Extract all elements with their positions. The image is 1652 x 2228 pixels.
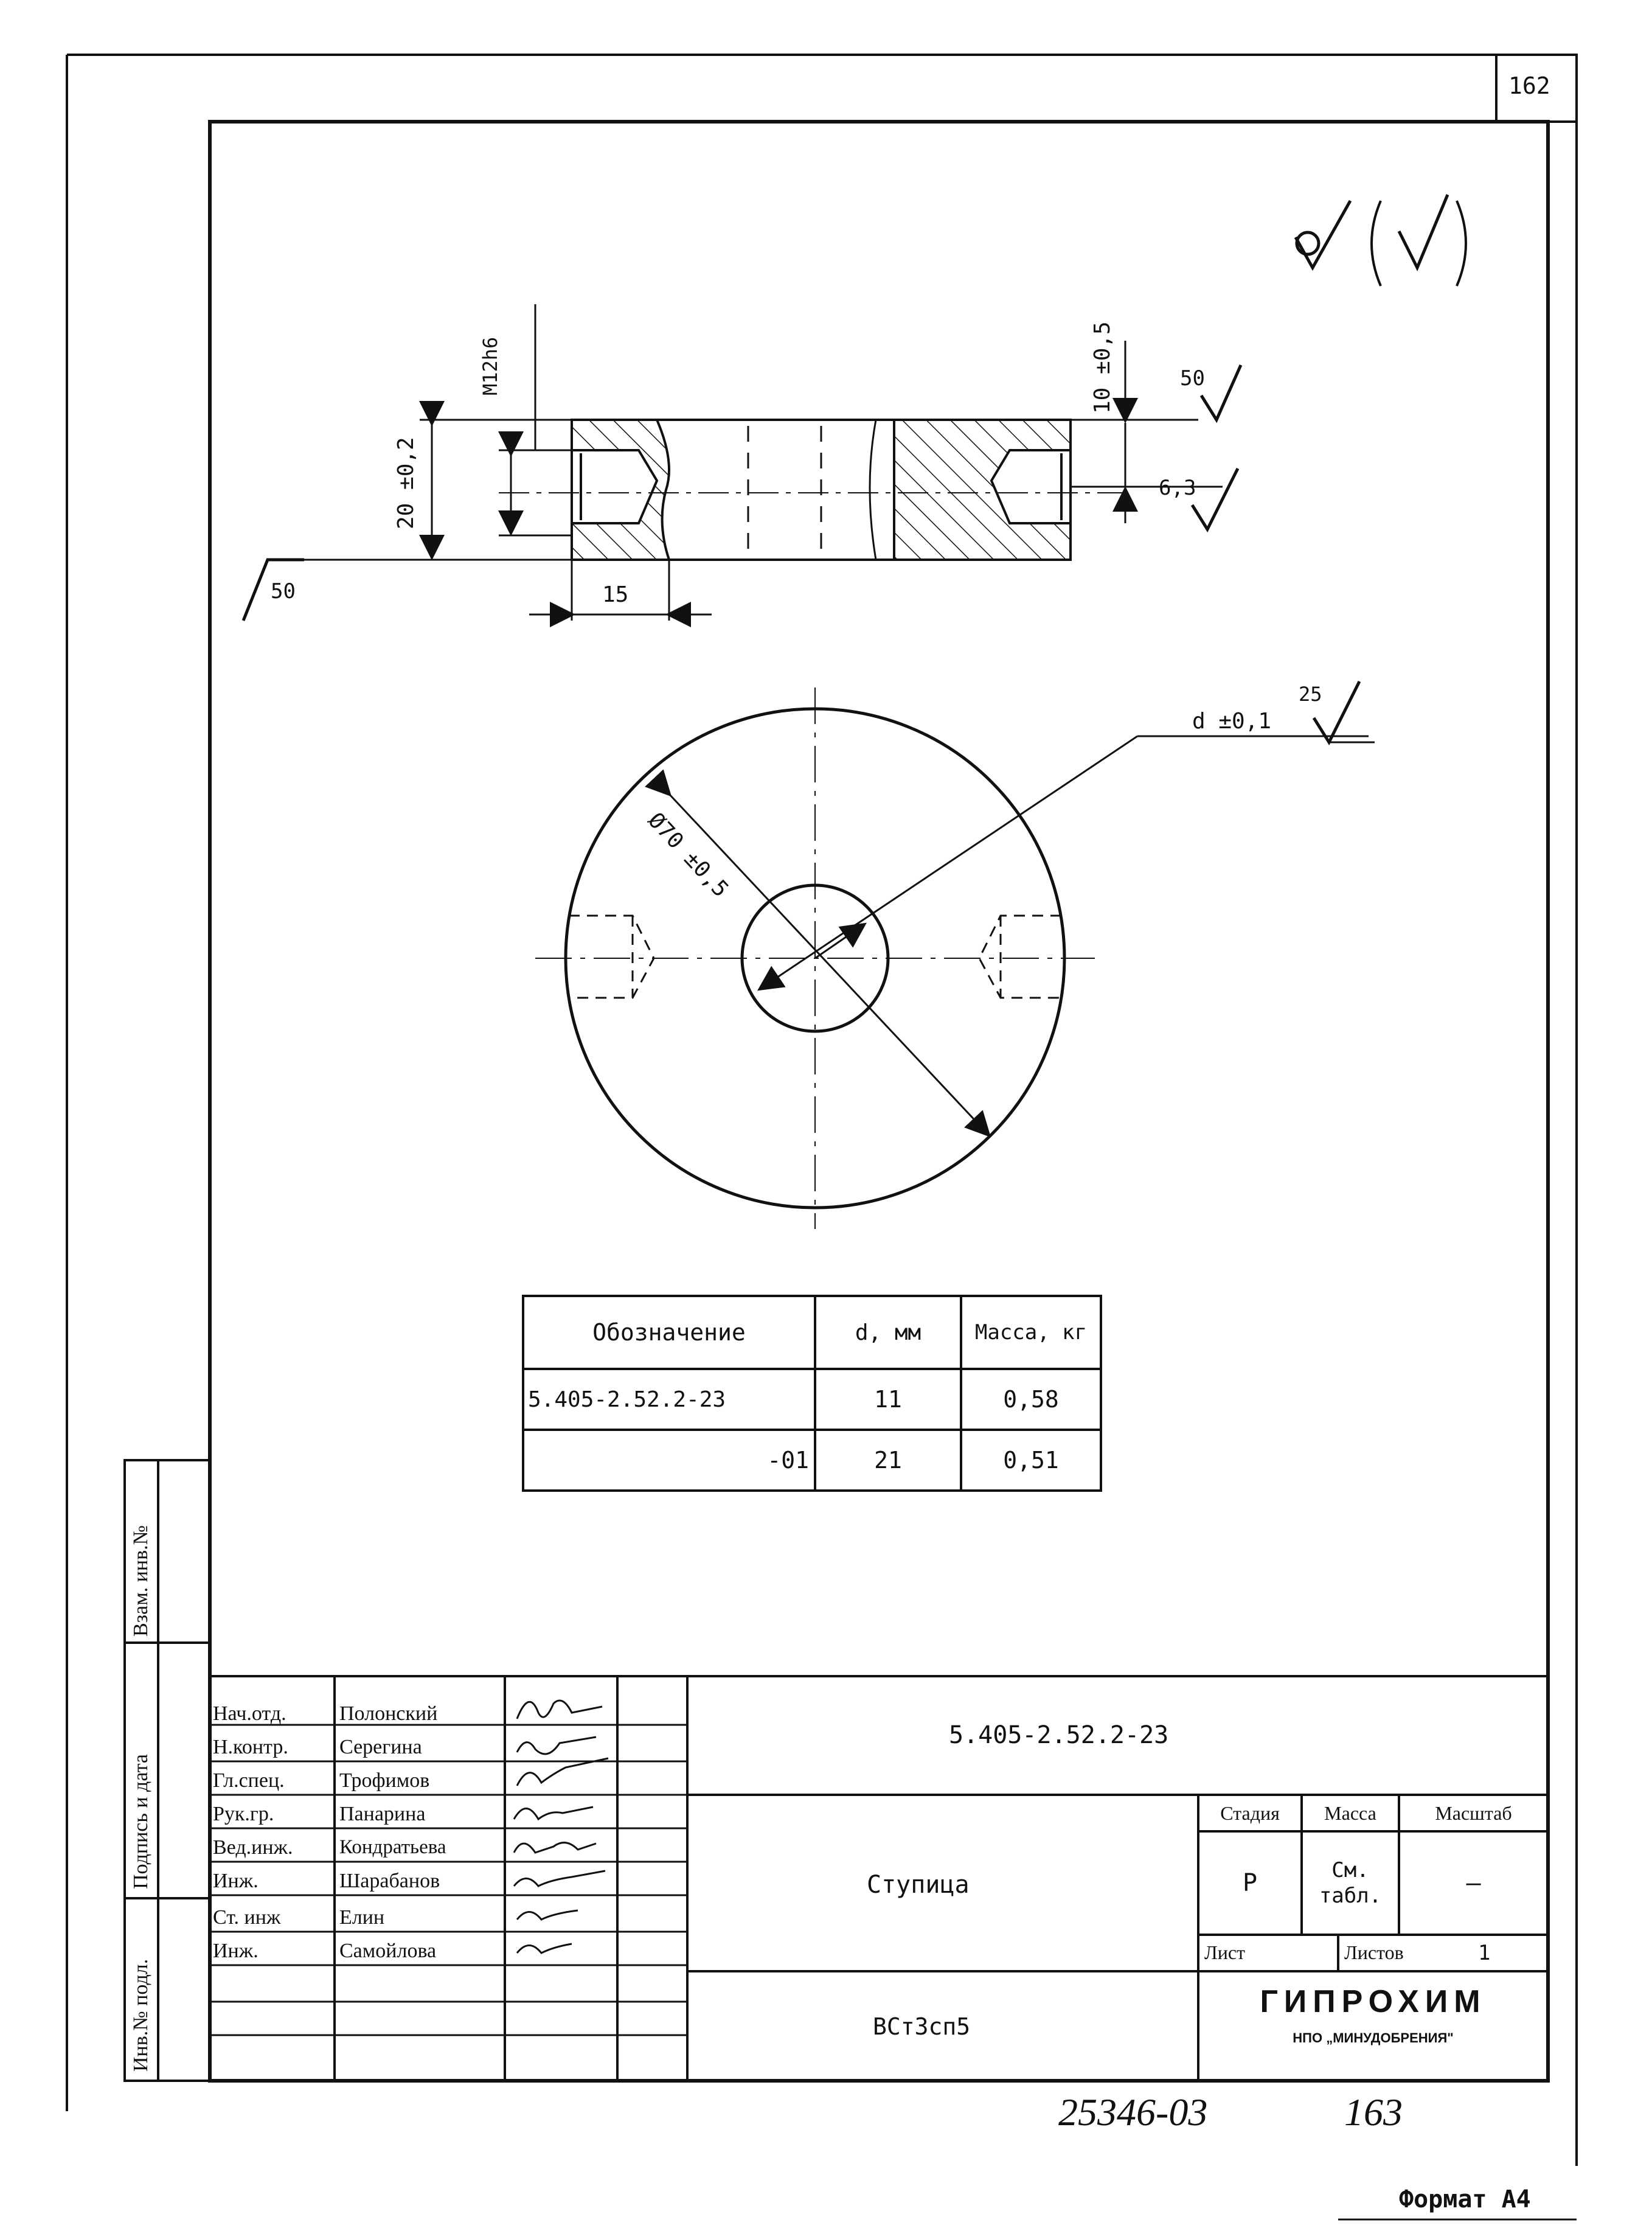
name-5: Кондратьева <box>339 1836 446 1858</box>
dim-height: 20 ±0,2 <box>394 437 418 529</box>
stage-header: Стадия <box>1220 1802 1280 1824</box>
company-subtitle: НПО „МИНУДОБРЕНИЯ" <box>1293 2030 1454 2045</box>
scale-header: Масштаб <box>1435 1802 1512 1824</box>
dim-width: 15 <box>602 582 629 607</box>
scale-value: — <box>1466 1869 1481 1897</box>
spec-row2-designation: -01 <box>767 1447 809 1474</box>
name-8: Самойлова <box>339 1940 437 1962</box>
dim-thread: M12h6 <box>479 336 502 395</box>
format-label: Формат А4 <box>1399 2185 1531 2213</box>
role-5: Вед.инж. <box>213 1836 293 1859</box>
role-2: Н.контр. <box>213 1736 288 1758</box>
roughness-mark-top-right: 50 <box>1180 366 1205 391</box>
spec-row1-d: 11 <box>874 1386 902 1413</box>
stamp-signature-date: Подпись и дата <box>130 1754 152 1889</box>
inner-frame <box>208 120 1550 2083</box>
roughness-mark-left: 50 <box>271 579 296 604</box>
section-view <box>499 419 1131 561</box>
spec-header-mass: Масса, кг <box>974 1320 1088 1345</box>
role-6: Инж. <box>213 1870 259 1892</box>
role-7: Ст. инж <box>213 1906 281 1929</box>
mass-header: Масса <box>1324 1802 1376 1824</box>
role-4: Рук.гр. <box>213 1803 274 1825</box>
role-1: Нач.отд. <box>213 1702 286 1725</box>
spec-row1-designation: 5.405-2.52.2-23 <box>528 1387 726 1412</box>
roughness-mark-hole: 6,3 <box>1159 476 1196 500</box>
dim-inner-diameter: d ±0,1 <box>1192 709 1272 734</box>
title-block-grid <box>210 1675 1548 2081</box>
name-3: Трофимов <box>339 1769 430 1792</box>
spec-row2-d: 21 <box>874 1447 902 1474</box>
spec-header-d: d, мм <box>855 1320 921 1345</box>
name-4: Панарина <box>339 1803 426 1825</box>
spec-row1-mass: 0,58 <box>1003 1386 1059 1413</box>
signatures <box>513 1699 609 1954</box>
name-6: Шарабанов <box>339 1870 440 1892</box>
bottom-page: 163 <box>1344 2090 1403 2134</box>
name-2: Серегина <box>339 1736 422 1758</box>
role-8: Инж. <box>213 1940 259 1962</box>
sheets-value: 1 <box>1478 1941 1491 1965</box>
mass-value: См. табл. <box>1319 1857 1382 1909</box>
name-1: Полонский <box>339 1702 438 1725</box>
stamp-replacement-inv: Взам. инв.№ <box>130 1525 152 1637</box>
name-7: Елин <box>339 1906 385 1929</box>
roughness-mark-diameter: 25 <box>1299 683 1322 706</box>
bottom-code: 25346-03 <box>1058 2090 1208 2134</box>
stage-value: Р <box>1242 1869 1258 1897</box>
doc-code: 5.405-2.52.2-23 <box>949 1721 1169 1749</box>
role-3: Гл.спец. <box>213 1769 285 1792</box>
spec-row2-mass: 0,51 <box>1003 1447 1059 1474</box>
spec-table-grid <box>522 1295 1102 1492</box>
roughness-symbols <box>241 194 1467 746</box>
sheet-label: Лист <box>1204 1941 1246 1963</box>
part-name: Ступица <box>867 1871 970 1899</box>
dim-top-offset: 10 ±0,5 <box>1090 321 1115 414</box>
left-stamp-frame <box>123 1459 211 2082</box>
sheets-label: Листов <box>1344 1941 1404 1963</box>
material: ВСт3сп5 <box>873 2013 971 2040</box>
stamp-inv-original: Инв.№ подл. <box>130 1958 152 2072</box>
sheet-number-top: 162 <box>1508 72 1550 99</box>
company-logo: ГИПРОХИМ <box>1260 1984 1487 2019</box>
spec-header-designation: Обозначение <box>592 1319 746 1346</box>
